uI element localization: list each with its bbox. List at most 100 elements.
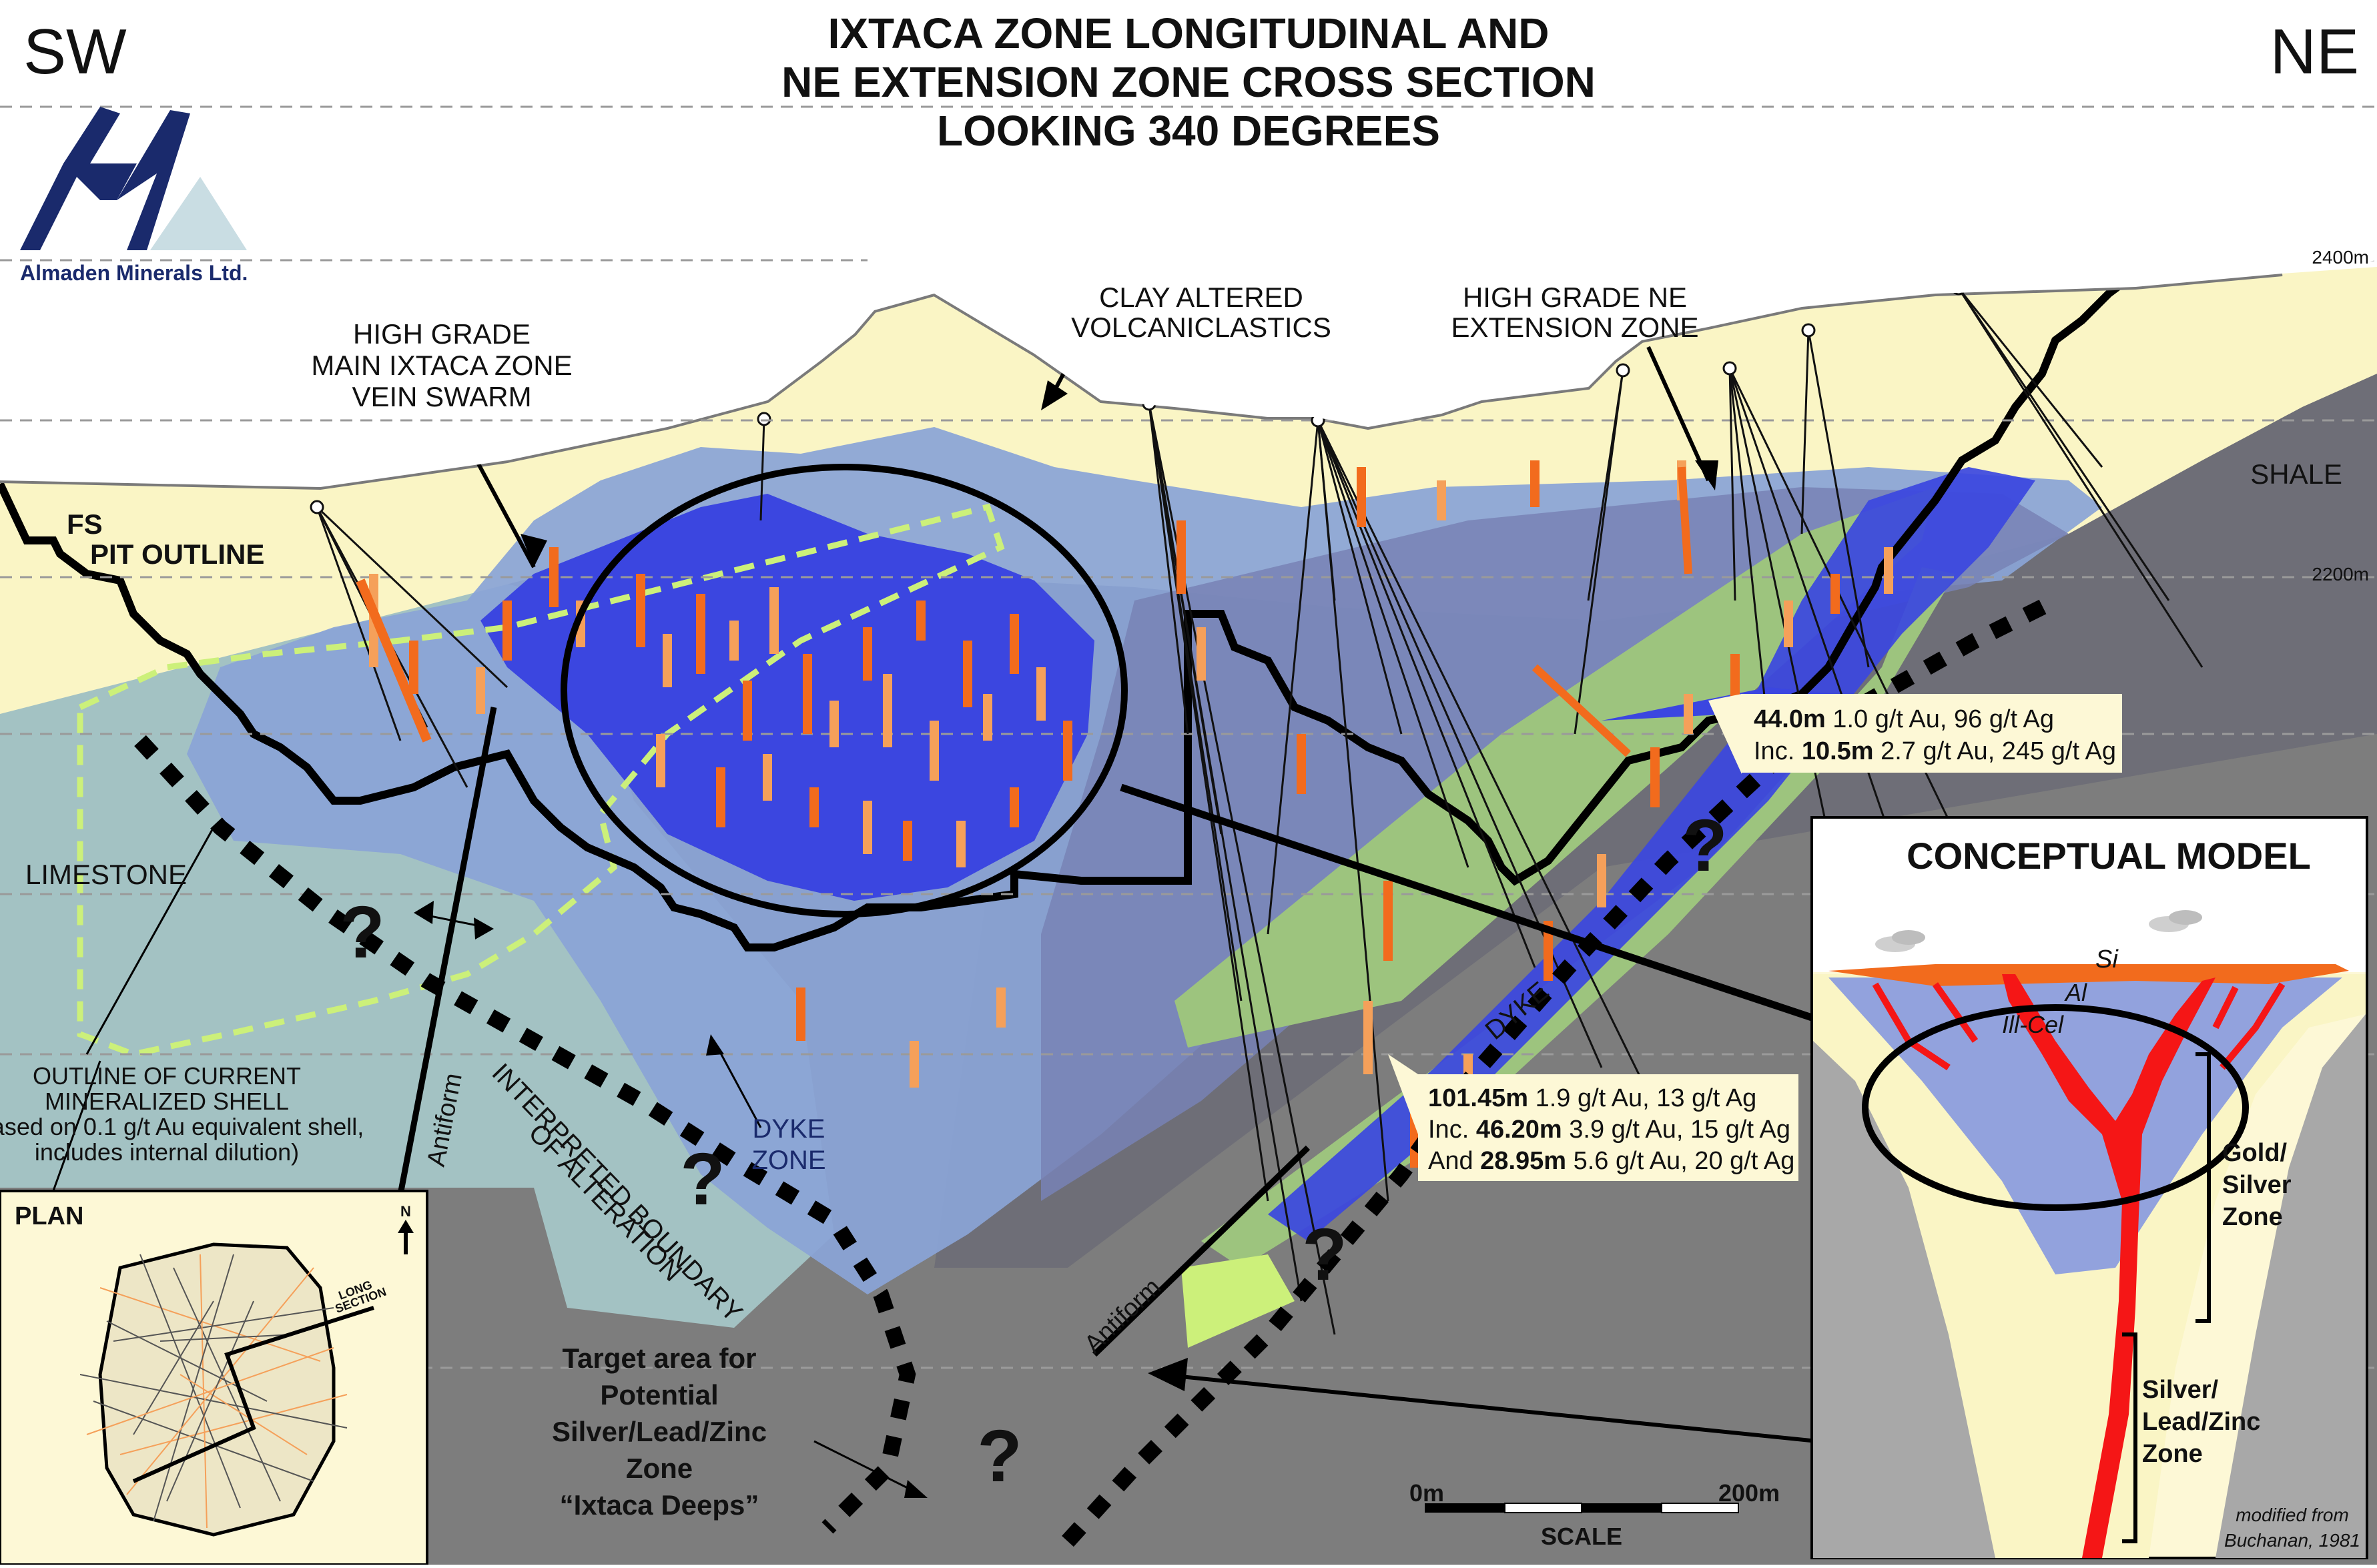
drill-hole-trace [1728,368,1736,601]
shell-label-3: (based on 0.1 g/t Au equivalent shell, [0,1113,364,1140]
silver-zone-label-1: Silver/ [2142,1376,2219,1404]
plan-drill-trace [200,1254,208,1529]
vein-intercept-bar [863,627,872,681]
scale-bar: 0m 200m SCALE [1409,1479,1780,1550]
vein-intercept-bar [1597,854,1606,907]
conceptual-grey-right [2216,1014,2366,1558]
vein-intercept-bar [1684,694,1693,734]
drill-hole-trace [1317,420,1670,1135]
plan-drill-trace [153,1254,234,1522]
drill-hole-trace [1807,330,1870,668]
logo-triangle [150,177,247,250]
intercept-main-line-2: Inc. 46.20m 3.9 g/t Au, 15 g/t Ag [1428,1116,1790,1144]
north-arrow-head-icon [398,1220,414,1233]
plan-drill-trace [119,1394,348,1455]
vein-intercept-bar [803,654,812,734]
vein-intercept-bar [1437,480,1446,520]
drill-hole-trace [316,506,508,689]
vein-intercept-bar [769,587,779,654]
vein-intercept-bar [1383,881,1393,961]
logo-mid-stroke [63,107,137,200]
scale-end: 200m [1718,1479,1780,1507]
conceptual-model-inset: CONCEPTUAL MODEL Si Al Ill-Cel Gold/ Sil… [1810,816,2368,1559]
conceptual-title: CONCEPTUAL MODEL [1907,835,2311,877]
plan-drill-trace [99,1287,321,1362]
vein-intercept-bar [1357,467,1366,527]
vein-intercept-bar [1010,614,1019,674]
silver-zone-label-3: Zone [2142,1440,2203,1468]
scale-start: 0m [1409,1479,1444,1507]
drill-hole-trace [1574,370,1624,735]
gold-zone-label-3: Zone [2222,1203,2283,1231]
main-zone-ellipse [561,464,1128,917]
intercept-main-line-3: And 28.95m 5.6 g/t Au, 20 g/t Ag [1428,1147,1794,1175]
vein-intercept-inclined [1678,466,1692,574]
vein-intercept-bar [476,667,485,714]
intercept-main-line-1: 101.45m 1.9 g/t Au, 13 g/t Ag [1428,1084,1756,1112]
clay-label-1: CLAY ALTERED [1099,282,1303,313]
conceptual-ellipse [1862,1004,2249,1211]
mineralized-shell-outline [77,503,1005,1058]
vein-intercept-bar [1530,460,1540,507]
intercept-box-ne: 44.0m 1.0 g/t Au, 96 g/t Ag Inc. 10.5m 2… [1708,694,2122,774]
high-grade-main-label-1: HIGH GRADE [353,318,531,350]
limestone-label: LIMESTONE [25,859,187,890]
vein-intercept-bar [910,1041,919,1088]
drill-hole-trace [1317,420,1389,1202]
vein-intercept-bar [983,694,992,741]
dyke-bright-patch [1181,1254,1295,1348]
title-line-2: NE EXTENSION ZONE CROSS SECTION [781,58,1596,106]
direction-ne: NE [2270,16,2359,87]
vein-intercept-bar [996,988,1006,1028]
plan-drill-trace [166,1300,254,1502]
antiform-line-right [1092,1145,1311,1357]
pit-outline-label: PIT OUTLINE [90,538,264,570]
silver-zone-label-2: Lead/Zinc [2142,1408,2260,1436]
vein-intercept-bar [1363,1001,1373,1074]
vein-intercept-bar [502,601,512,661]
pit-outline [0,210,2283,951]
ellipse-connector-line [1120,783,1883,1045]
vein-intercept-bar [1176,520,1186,594]
intercept-ne-line-2: Inc. 10.5m 2.7 g/t Au, 245 g/t Ag [1754,737,2116,765]
vein-intercept-bar [930,721,939,781]
vein-intercept-bar [796,988,805,1041]
intercept-box-main: 101.45m 1.9 g/t Au, 13 g/t Ag Inc. 46.20… [1388,1054,1798,1181]
plan-drill-trace [113,1307,334,1342]
vein-intercept-bar [963,641,972,707]
drill-hole-trace [1800,330,1810,534]
fs-label: FS [67,508,103,540]
company-logo: Almaden Minerals Ltd. [20,107,248,285]
direction-sw: SW [23,16,127,87]
drill-collar-icon [1722,361,1737,376]
drill-hole-trace [1957,288,2103,468]
question-mark-2: ? [680,1138,725,1220]
intercept-ne-line-1: 44.0m 1.0 g/t Au, 96 g/t Ag [1754,705,2054,733]
sky-area [0,105,2377,487]
drill-hole-trace [1957,288,2170,601]
dyke-band-upper [1174,487,1935,1048]
vein-intercept-bar [716,767,725,827]
drill-hole-trace [1317,420,1469,868]
ne-extension-high-grade-zone [1268,467,2035,1241]
drill-hole-trace [759,418,765,521]
plan-drill-trace [126,1267,314,1495]
plan-title: PLAN [15,1202,83,1230]
cloud-icon [1875,910,2202,952]
vein-intercept-bar [1010,787,1019,827]
scale-label: SCALE [1541,1523,1622,1550]
drill-collar-icon [310,500,324,514]
vein-intercept-bar [763,754,772,801]
high-grade-ne-label-1: HIGH GRADE NE [1463,282,1687,313]
drill-collar-icon [1616,363,1630,378]
high-grade-ne-label-2: EXTENSION ZONE [1451,312,1698,343]
gold-zone-label-1: Gold/ [2222,1139,2288,1167]
vein-intercept-bar [1544,921,1553,981]
plan-drill-trace [86,1347,334,1435]
vein-intercept-bar [729,621,739,661]
shell-label-2: MINERALIZED SHELL [45,1088,289,1115]
conceptual-sinter [1828,964,2349,986]
dyke-zone-label-1: DYKE [753,1114,825,1144]
